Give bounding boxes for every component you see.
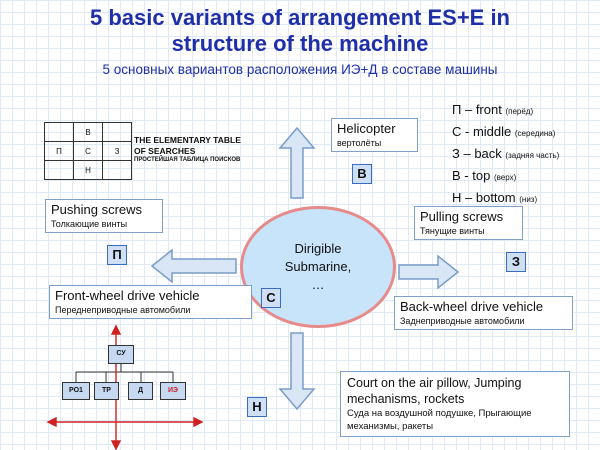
legend-item: П – front (перёд) <box>452 102 534 117</box>
main-title-line2: structure of the machine <box>171 31 429 56</box>
table-cell <box>102 160 132 180</box>
legend-item: С - middle (середина) <box>452 124 556 139</box>
marker-left: П <box>107 245 127 265</box>
back-wheel-label-ru: Заднеприводные автомобили <box>400 316 525 326</box>
helicopter-label-ru: вертолёты <box>337 138 382 148</box>
legend-item: В - top (верх) <box>452 168 517 183</box>
tree-node-root: СУ <box>108 345 134 364</box>
court-label: Court on the air pillow, Jumping mechani… <box>347 376 522 406</box>
marker-bottom: Н <box>247 397 267 417</box>
main-title-line1: 5 basic variants of arrangement ES+E in <box>90 5 510 30</box>
court-label-ru: Суда на воздушной подушке, Прыгающие мех… <box>347 408 532 432</box>
back-wheel-label: Back-wheel drive vehicle <box>400 299 544 314</box>
front-wheel-box: Front-wheel drive vehicle Переднеприводн… <box>49 285 252 319</box>
table-subtitle: ПРОСТЕЙШАЯ ТАБЛИЦА ПОИСКОВ <box>134 157 241 163</box>
center-line3: … <box>311 277 325 292</box>
center-line2: Submarine, <box>284 259 352 274</box>
tree-node: Д <box>128 382 153 400</box>
pushing-label-ru: Толкающие винты <box>51 219 128 229</box>
tree-connectors <box>75 364 174 382</box>
marker-center: С <box>261 288 281 308</box>
down-arrow <box>278 332 316 411</box>
pushing-box: Pushing screws Толкающие винты <box>45 199 163 233</box>
table-title-line2: OF SEARCHES <box>134 146 196 156</box>
marker-right: З <box>506 252 526 272</box>
table-title: THE ELEMENTARY TABLE OF SEARCHES <box>134 135 241 157</box>
helicopter-box: Helicopter вертолёты <box>331 118 418 152</box>
helicopter-label: Helicopter <box>337 121 396 136</box>
tree-node: РО1 <box>62 382 90 400</box>
right-arrow <box>398 254 460 290</box>
tree-node-ie: ИЭ <box>160 382 186 400</box>
court-box: Court on the air pillow, Jumping mechani… <box>340 371 570 437</box>
left-arrow <box>150 248 237 284</box>
front-wheel-label-ru: Переднеприводные автомобили <box>55 305 191 315</box>
legend-item: Н – bottom (низ) <box>452 190 538 205</box>
pulling-label: Pulling screws <box>420 209 504 224</box>
pushing-label: Pushing screws <box>51 202 143 217</box>
main-subtitle: 5 основных вариантов расположения ИЭ+Д в… <box>102 62 498 77</box>
up-arrow <box>278 126 316 199</box>
center-label: Dirigible Submarine, … <box>240 240 396 294</box>
marker-top: В <box>352 164 372 184</box>
pulling-label-ru: Тянущие винты <box>420 226 485 236</box>
front-wheel-label: Front-wheel drive vehicle <box>55 288 200 303</box>
back-wheel-box: Back-wheel drive vehicle Заднеприводные … <box>394 296 573 330</box>
center-line1: Dirigible <box>294 241 342 256</box>
legend: П – front (перёд) С - middle (середина) … <box>452 100 559 210</box>
pulling-box: Pulling screws Тянущие винты <box>414 206 523 240</box>
tree-node: ТР <box>94 382 119 400</box>
table-title-line1: THE ELEMENTARY TABLE <box>134 135 241 145</box>
legend-item: З – back (задняя часть) <box>452 146 560 161</box>
